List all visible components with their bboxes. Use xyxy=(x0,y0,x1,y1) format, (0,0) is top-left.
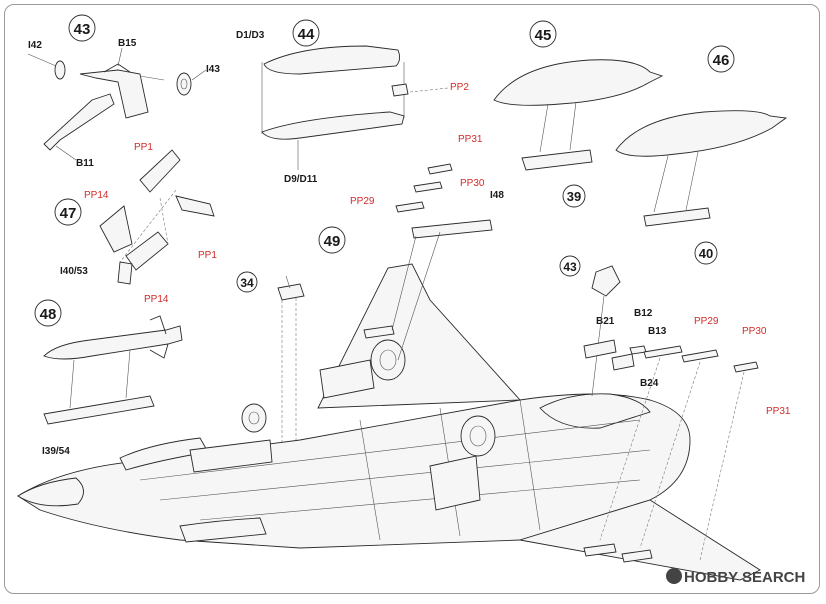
step-43b-group: 43 B12 B21 B13 B24 PP29 PP30 PP31 xyxy=(559,255,791,561)
step-badge-40: 40 xyxy=(694,241,718,265)
step-34-group: 34 xyxy=(236,271,305,454)
step-badge-49: 49 xyxy=(318,226,346,254)
step-43-group: 43 I42 B15 I43 B11 xyxy=(27,14,220,169)
fuel-tank-45 xyxy=(493,59,664,106)
step-47-group: 47 PP1 PP14 PP1 PP14 I40/53 xyxy=(54,142,217,305)
part-label-d1d3: D1/D3 xyxy=(236,30,265,41)
callout-pp14-a: PP14 xyxy=(84,190,109,201)
gear-leg-b xyxy=(591,265,621,397)
callout-pp30-a: PP30 xyxy=(460,178,485,189)
missile xyxy=(43,315,183,360)
step-number: 40 xyxy=(699,246,713,261)
step-badge-34: 34 xyxy=(236,271,258,293)
step-45-group: 45 39 xyxy=(493,20,664,208)
step-badge-48: 48 xyxy=(34,299,62,327)
step-48-group: 48 I39/54 xyxy=(34,299,183,457)
wheel-right xyxy=(176,69,207,96)
watermark-word: SEARCH xyxy=(742,569,805,586)
tank-bottom xyxy=(261,111,405,140)
pylon-40 xyxy=(643,207,711,227)
antenna-part xyxy=(277,275,305,301)
part-label-i39-54: I39/54 xyxy=(42,446,70,457)
step-badge-43b: 43 xyxy=(559,255,581,277)
step-number: 49 xyxy=(324,233,341,250)
callout-pp31-a: PP31 xyxy=(458,134,483,145)
part-label-b11: B11 xyxy=(76,158,94,169)
fuel-tank-46 xyxy=(615,110,788,157)
step-badge-39: 39 xyxy=(562,184,586,208)
step-badge-46: 46 xyxy=(707,45,735,73)
step-badge-45: 45 xyxy=(529,20,557,48)
step-badge-47: 47 xyxy=(54,198,82,226)
callout-pp14-b: PP14 xyxy=(144,294,169,305)
part-label-i40-53: I40/53 xyxy=(60,266,88,277)
watermark-logo: HOBBY SEARCH xyxy=(666,568,805,586)
callout-pp30-b: PP30 xyxy=(742,326,767,337)
main-wheel-1 xyxy=(370,339,406,381)
callout-pp2: PP2 xyxy=(450,82,469,93)
step-number: 47 xyxy=(60,205,77,222)
callout-pp29-a: PP29 xyxy=(350,196,375,207)
part-label-b13: B13 xyxy=(648,326,667,337)
gear-door-upper xyxy=(139,149,215,217)
part-label-b15: B15 xyxy=(118,38,137,49)
tank-fin xyxy=(391,83,449,97)
step-number: 43 xyxy=(563,260,577,274)
upper-wing-parts: PP31 PP30 PP29 I48 xyxy=(350,134,504,361)
part-label-i43: I43 xyxy=(206,64,220,75)
part-label-i48: I48 xyxy=(490,190,504,201)
main-wheel-2 xyxy=(460,415,496,457)
part-label-d9d11: D9/D11 xyxy=(284,174,318,185)
part-label-b24: B24 xyxy=(640,378,659,389)
part-label-i42: I42 xyxy=(28,40,42,51)
step-number: 44 xyxy=(298,26,315,43)
callout-pp29-b: PP29 xyxy=(694,316,719,327)
tank-top xyxy=(263,45,401,75)
watermark-brand: HOBBY xyxy=(684,569,738,586)
step-number: 45 xyxy=(535,27,552,44)
step-number: 39 xyxy=(567,189,581,204)
step-44-group: 44 D1/D3 D9/D11 PP2 xyxy=(236,19,469,185)
step-number: 43 xyxy=(74,21,91,38)
missile-rail xyxy=(43,395,155,425)
step-number: 34 xyxy=(240,276,254,290)
gear-leg xyxy=(79,47,165,119)
step-badge-43: 43 xyxy=(68,14,96,42)
part-label-b12: B12 xyxy=(634,308,653,319)
callout-pp1-b: PP1 xyxy=(198,250,217,261)
pylon-39 xyxy=(521,149,593,171)
wheel-left xyxy=(27,53,66,80)
gear-door-lower xyxy=(99,205,169,285)
step-number: 46 xyxy=(713,52,730,69)
callout-pp31-b: PP31 xyxy=(766,406,791,417)
step-number: 48 xyxy=(40,306,57,323)
step-badge-44: 44 xyxy=(292,19,320,47)
step-46-group: 46 40 xyxy=(615,45,788,265)
callout-pp1-a: PP1 xyxy=(134,142,153,153)
part-label-b21: B21 xyxy=(596,316,615,327)
nose-wheel xyxy=(241,403,267,433)
aircraft-underside xyxy=(17,263,761,581)
gear-strut xyxy=(43,93,115,161)
